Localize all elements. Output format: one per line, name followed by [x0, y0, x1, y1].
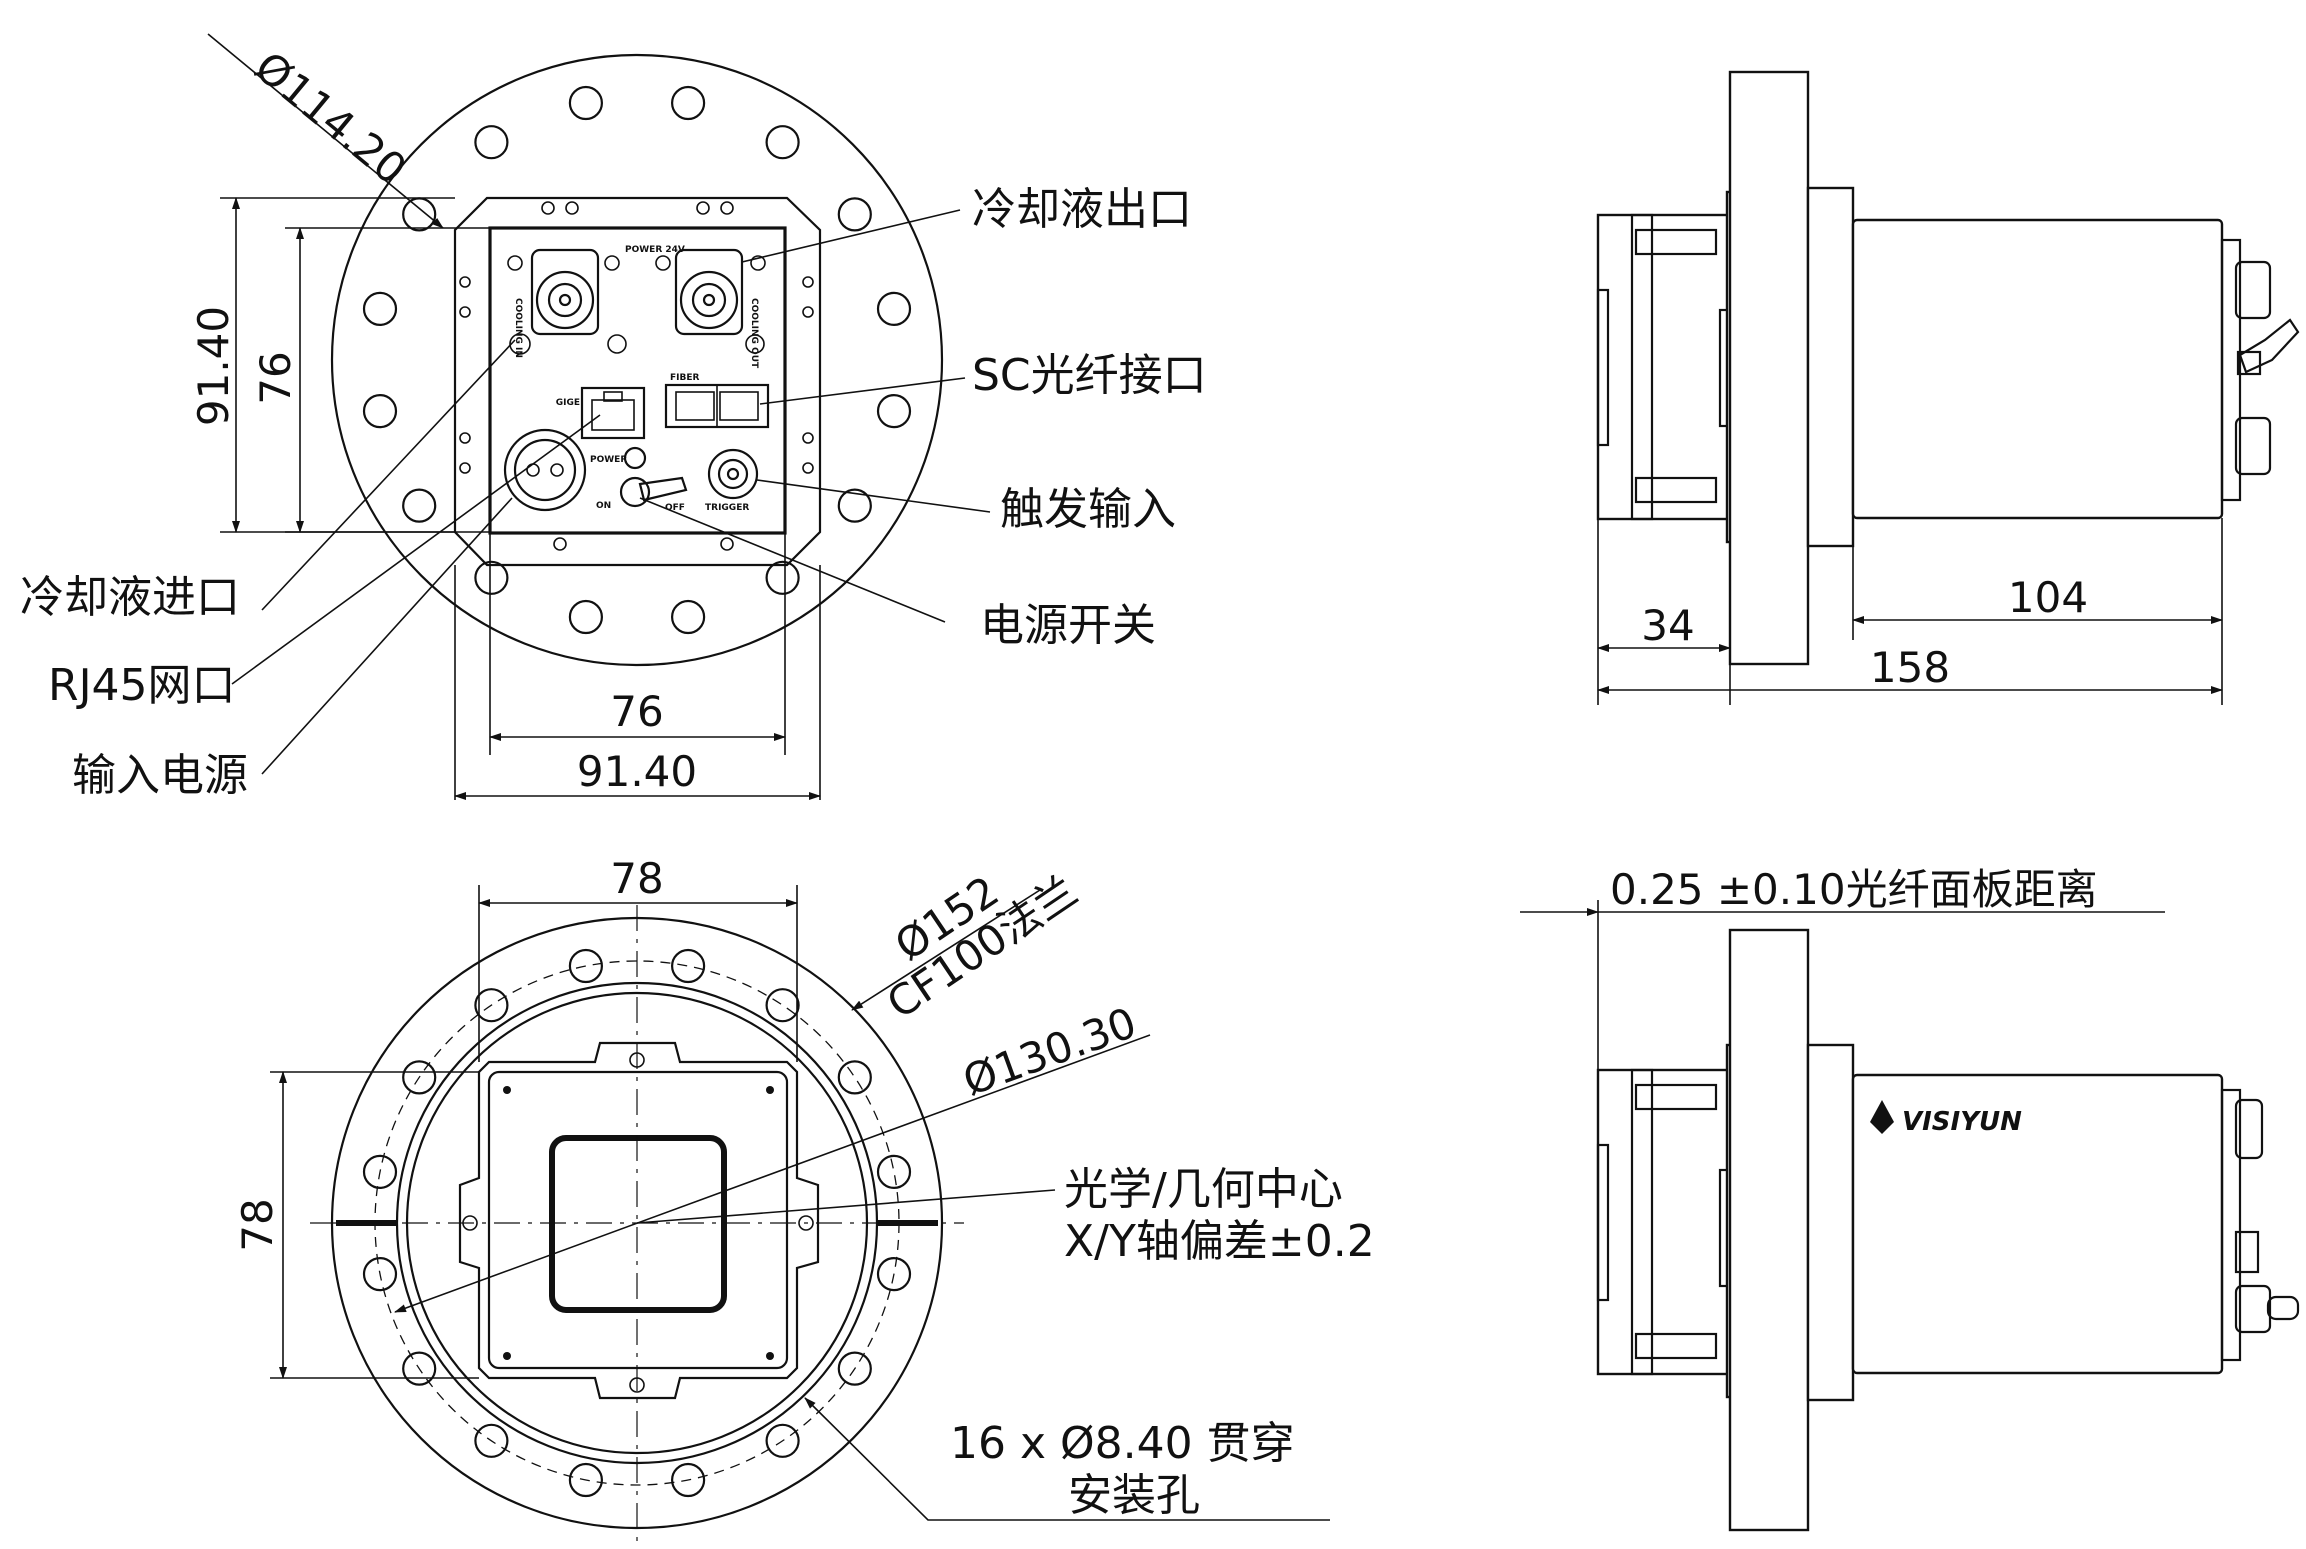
- side-view-bottom: VISIYUN 0.25 ±0.10光纤面板距离: [1520, 865, 2300, 1532]
- power-switch: [619, 446, 688, 508]
- side-view-top: 34 104 158: [1596, 70, 2300, 705]
- bolt-hole: [474, 1423, 509, 1458]
- dim-side-158: 158: [1870, 643, 1950, 692]
- bolt-hole: [362, 394, 398, 429]
- bolt-hole: [402, 197, 437, 232]
- bolt-hole: [670, 1462, 706, 1498]
- svg-text:OFF: OFF: [665, 503, 685, 513]
- rear-ground-screw: [509, 333, 531, 355]
- bolt-hole: [876, 1154, 912, 1190]
- bolt-hole: [765, 1423, 800, 1458]
- callout-trigger-in: 触发输入: [1000, 484, 1176, 535]
- visiyun-logo: VISIYUN: [1870, 1100, 2022, 1137]
- svg-text:ON: ON: [596, 501, 611, 511]
- note-holes-1: 16 x Ø8.40 贯穿: [950, 1418, 1295, 1469]
- bolt-hole: [402, 1060, 437, 1095]
- bolt-hole: [876, 394, 912, 429]
- rear-view: POWER 24V GIGE FIBER POWER ON OFF TRIGGE…: [20, 33, 1207, 801]
- bolt-hole: [837, 1060, 872, 1095]
- svg-text:FIBER: FIBER: [670, 373, 700, 383]
- rear-screw-holes: [459, 201, 814, 551]
- bolt-hole: [837, 1351, 872, 1386]
- note-fiber-distance: 0.25 ±0.10光纤面板距离: [1610, 865, 2098, 914]
- bolt-hole: [876, 291, 912, 326]
- dim-rear-v-outer: 91.40: [189, 306, 238, 426]
- dim-front-left: 78: [233, 1198, 282, 1251]
- rear-flange-holes: [362, 85, 912, 635]
- bolt-hole: [362, 1154, 398, 1190]
- bolt-hole: [474, 560, 509, 595]
- cooling-in-fitting: [507, 248, 620, 336]
- bolt-hole: [474, 125, 509, 160]
- bolt-hole: [402, 488, 437, 523]
- side-top-flange: [1728, 70, 1810, 666]
- note-center-1: 光学/几何中心: [1064, 1164, 1343, 1215]
- dim-rear-h-outer: 91.40: [577, 747, 697, 796]
- bolt-hole: [474, 988, 509, 1023]
- dim-rear-v-inner: 76: [251, 351, 300, 404]
- side-top-rear-connectors: [2220, 238, 2300, 502]
- side-bottom-rear-connectors: [2220, 1088, 2300, 1362]
- bolt-hole: [670, 85, 706, 121]
- svg-text:COOLING IN: COOLING IN: [513, 298, 523, 358]
- bolt-hole: [670, 599, 706, 635]
- bolt-hole: [876, 1256, 912, 1292]
- svg-text:POWER: POWER: [590, 455, 627, 465]
- logo-text: VISIYUN: [1902, 1107, 2022, 1137]
- bolt-hole: [568, 599, 604, 635]
- sc-fiber-port: [664, 383, 770, 429]
- dim-front-pcd: Ø130.30: [957, 998, 1143, 1106]
- bolt-hole: [568, 85, 604, 121]
- svg-text:GIGE: GIGE: [556, 398, 580, 408]
- dim-rear-h-inner: 76: [610, 687, 663, 736]
- bolt-hole: [362, 291, 398, 326]
- svg-text:POWER 24V: POWER 24V: [625, 245, 685, 255]
- dim-rear-diameter: Ø114.20: [246, 42, 416, 194]
- bolt-hole: [568, 948, 604, 984]
- rear-back-plate: [453, 196, 822, 567]
- bolt-hole: [765, 560, 800, 595]
- dim-side-34: 34: [1641, 601, 1694, 650]
- bolt-hole: [362, 1256, 398, 1292]
- bolt-hole: [837, 197, 872, 232]
- note-holes-2: 安装孔: [1068, 1470, 1200, 1521]
- side-top-camera-body: [1851, 218, 2224, 520]
- rear-dimensions: 91.40 76 76 91.40 Ø114.20: [189, 33, 821, 800]
- bolt-hole: [765, 988, 800, 1023]
- note-center-2: X/Y轴偏差±0.2: [1064, 1216, 1375, 1267]
- rear-leaders: [231, 209, 991, 775]
- front-flange-holes: [362, 948, 912, 1498]
- cooling-out-fitting: [655, 248, 766, 336]
- bolt-hole: [568, 1462, 604, 1498]
- rear-connector-panel: [488, 226, 787, 535]
- svg-text:COOLING OUT: COOLING OUT: [749, 298, 759, 369]
- power-connector: [503, 428, 587, 512]
- callout-power-switch: 电源开关: [980, 600, 1156, 651]
- dim-front-top: 78: [610, 854, 663, 903]
- callout-rj45: RJ45网口: [48, 660, 236, 711]
- svg-text:TRIGGER: TRIGGER: [705, 503, 749, 513]
- rear-flange-outline: [330, 53, 944, 667]
- callout-power-in: 输入电源: [72, 750, 248, 801]
- callout-cooling-out: 冷却液出口: [972, 184, 1192, 235]
- bolt-hole: [837, 488, 872, 523]
- bolt-hole: [765, 125, 800, 160]
- panel-labels: POWER 24V GIGE FIBER POWER ON OFF TRIGGE…: [513, 245, 759, 513]
- front-sensor-plate: [458, 1041, 820, 1400]
- front-sensor-window: [549, 1135, 727, 1313]
- callout-cooling-in: 冷却液进口: [20, 572, 240, 623]
- bolt-hole: [670, 948, 706, 984]
- trigger-bnc: [707, 448, 759, 500]
- front-view: 78 78 Ø152 CF100法兰 Ø130.30 光学/几何中心 X/Y轴偏…: [233, 854, 1375, 1545]
- bolt-hole: [402, 1351, 437, 1386]
- dim-side-104: 104: [2008, 573, 2088, 622]
- rj45-port: [580, 386, 646, 440]
- callout-sc-fiber: SC光纤接口: [972, 350, 1207, 401]
- side-bottom-flange: [1728, 928, 1810, 1532]
